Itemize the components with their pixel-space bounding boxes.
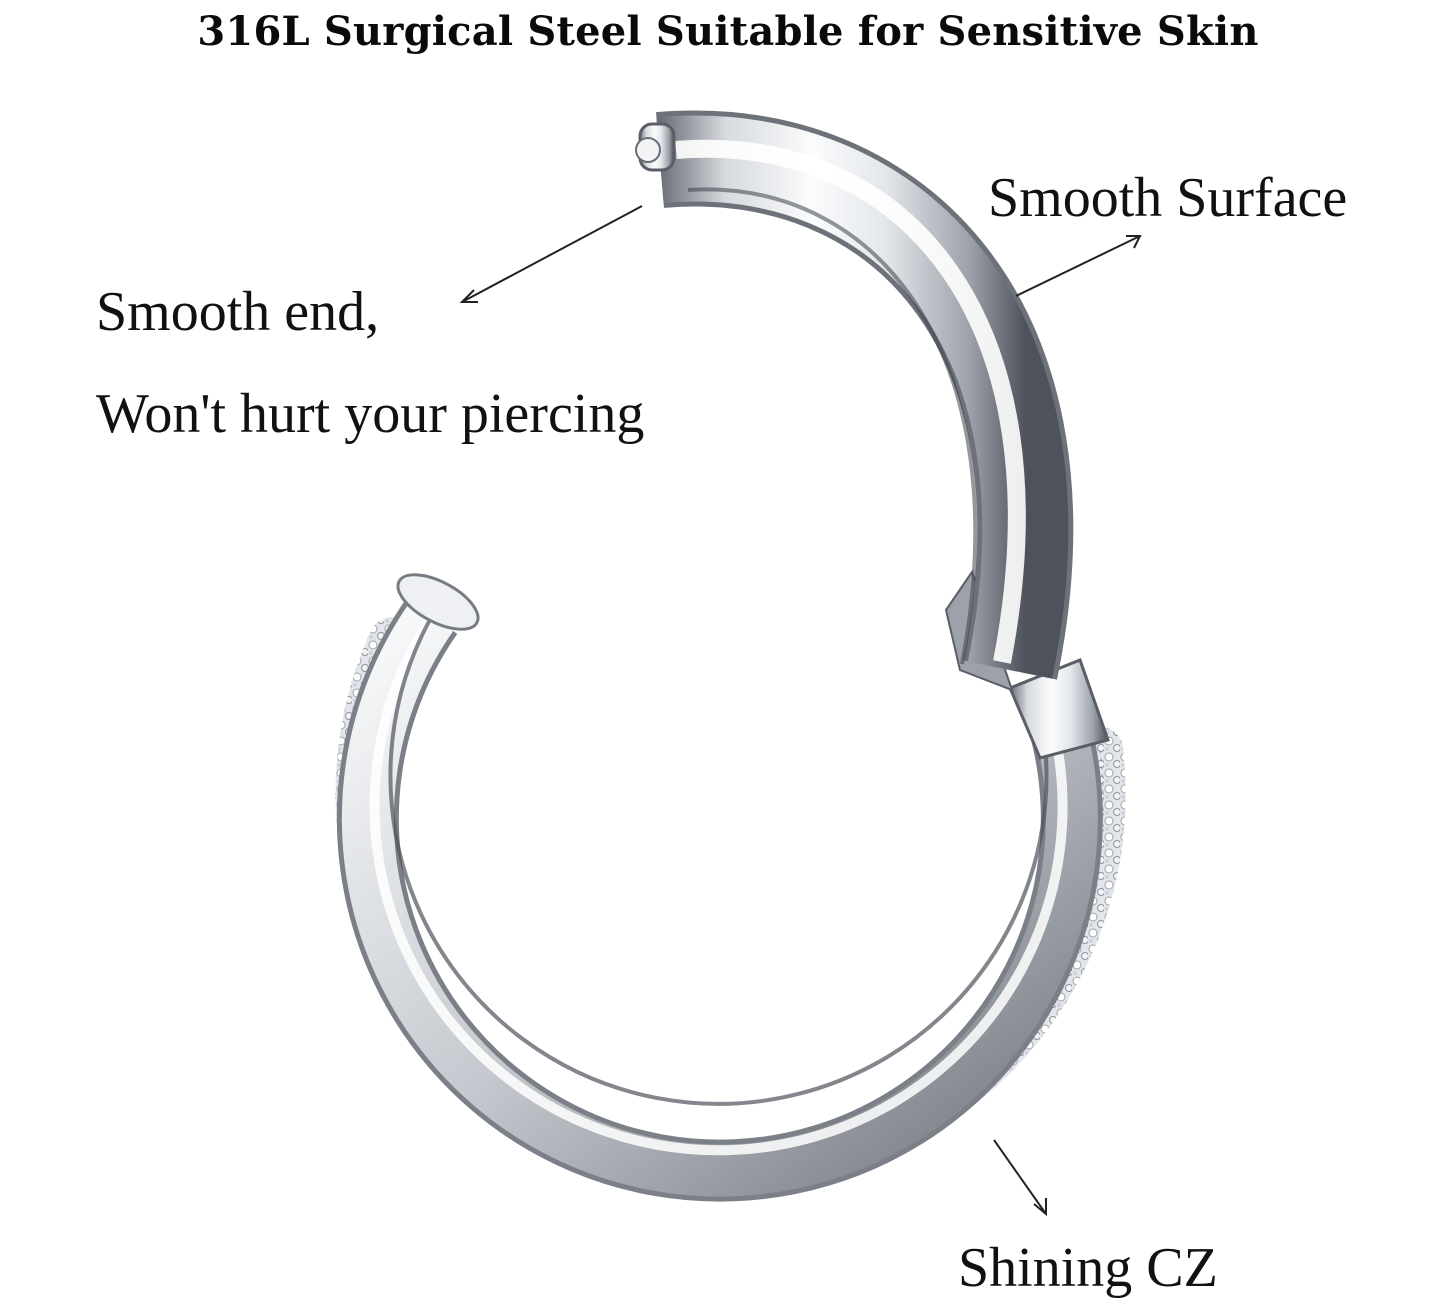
- callout-smooth-surface: Smooth Surface: [988, 167, 1348, 229]
- callout-smooth-end: Smooth end,: [96, 281, 380, 343]
- ring-upper-segment: [635, 110, 1074, 680]
- arrow-shining-cz: [993, 1139, 1047, 1217]
- callout-arrows: [459, 205, 1142, 1217]
- ring-lower-segment: [335, 569, 1126, 1202]
- headline: 316L Surgical Steel Suitable for Sensiti…: [197, 8, 1259, 55]
- arrow-smooth-surface: [1015, 235, 1142, 297]
- hinge-block: [1008, 658, 1110, 760]
- arrow-smooth-end: [459, 205, 643, 303]
- callout-smooth-end-detail: Won't hurt your piercing: [96, 383, 645, 445]
- callout-shining-cz: Shining CZ: [958, 1237, 1218, 1299]
- open-end-cap: [396, 573, 480, 631]
